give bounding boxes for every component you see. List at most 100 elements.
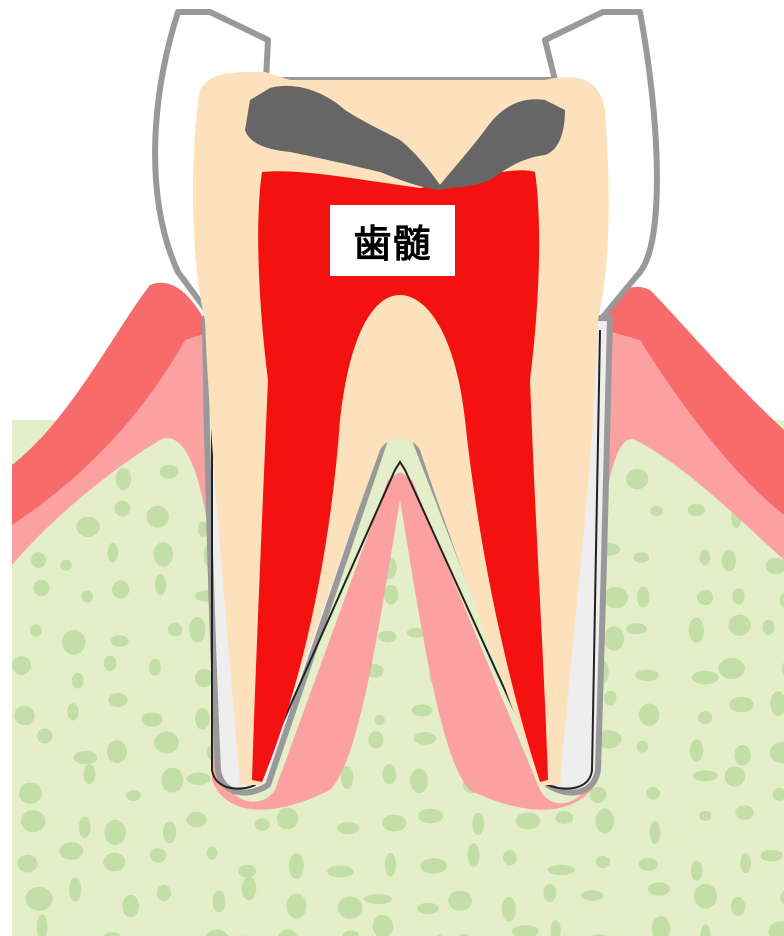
- bone-spot: [468, 843, 480, 867]
- bone-spot: [168, 623, 182, 637]
- bone-spot: [126, 790, 141, 801]
- bone-spot: [650, 506, 663, 516]
- bone-spot: [62, 630, 86, 655]
- bone-spot: [690, 739, 703, 762]
- bone-spot: [207, 846, 217, 859]
- bone-spot: [691, 861, 703, 881]
- bone-spot: [729, 697, 753, 712]
- bone-spot: [382, 815, 406, 832]
- bone-spot: [417, 903, 439, 914]
- bone-spot: [689, 618, 704, 643]
- bone-spot: [555, 811, 573, 824]
- bone-spot: [112, 580, 129, 598]
- bone-spot: [383, 764, 397, 784]
- bone-spot: [378, 631, 397, 642]
- bone-spot: [688, 504, 705, 516]
- bone-spot: [516, 813, 541, 830]
- bone-spot: [385, 853, 396, 877]
- bone-spot: [242, 877, 257, 901]
- bone-spot: [107, 740, 127, 763]
- bone-spot: [590, 787, 606, 803]
- bone-spot: [189, 617, 205, 643]
- bone-spot: [67, 703, 79, 720]
- bone-spot: [30, 624, 42, 636]
- bone-spot: [639, 704, 659, 726]
- bone-spot: [364, 894, 392, 904]
- bone-spot: [693, 770, 718, 781]
- bone-spot: [692, 671, 719, 685]
- bone-spot: [544, 884, 557, 902]
- bone-spot: [286, 894, 306, 919]
- bone-spot: [719, 658, 745, 679]
- bone-spot: [646, 787, 660, 799]
- bone-spot: [503, 850, 517, 865]
- bone-spot: [142, 713, 163, 727]
- bone-spot: [157, 885, 171, 902]
- bone-spot: [472, 813, 484, 835]
- bone-spot: [84, 764, 96, 784]
- bone-spot: [108, 543, 119, 563]
- bone-spot: [418, 809, 443, 824]
- bone-spot: [327, 866, 353, 878]
- bone-spot: [154, 732, 179, 754]
- bone-spot: [375, 715, 385, 725]
- bone-spot: [277, 808, 299, 829]
- bone-spot: [79, 816, 91, 838]
- bone-spot: [150, 848, 167, 862]
- bone-spot: [255, 818, 270, 830]
- bone-spot: [115, 501, 131, 517]
- bone-spot: [637, 586, 649, 607]
- bone-spot: [626, 623, 647, 634]
- bone-spot: [195, 669, 213, 687]
- bone-spot: [635, 670, 659, 681]
- bone-spot: [18, 855, 38, 873]
- bone-spot: [74, 751, 98, 764]
- bone-spot: [213, 890, 226, 912]
- bone-spot: [697, 590, 713, 605]
- bone-spot: [699, 811, 711, 821]
- bone-spot: [548, 865, 575, 875]
- bone-spot: [31, 552, 46, 568]
- bone-spot: [337, 822, 359, 834]
- bone-spot: [411, 704, 432, 716]
- bone-spot: [725, 766, 745, 786]
- bone-spot: [731, 897, 746, 916]
- bone-spot: [186, 812, 206, 827]
- bone-spot: [639, 858, 658, 871]
- bone-spot: [289, 853, 304, 879]
- bone-spot: [762, 620, 774, 635]
- bone-spot: [722, 550, 736, 572]
- bone-spot: [604, 587, 628, 608]
- bone-spot: [72, 673, 84, 689]
- bone-spot: [12, 656, 31, 675]
- bone-spot: [160, 465, 179, 479]
- bone-spot: [740, 853, 751, 873]
- bone-spot: [146, 506, 168, 528]
- bone-spot: [760, 850, 782, 862]
- bone-spot: [161, 768, 183, 793]
- bone-spot: [700, 549, 711, 565]
- pulp-label: 歯髄: [330, 205, 455, 276]
- bone-spot: [735, 805, 753, 820]
- bone-spot: [76, 517, 99, 537]
- bone-spot: [154, 542, 174, 566]
- bone-spot: [698, 711, 712, 724]
- bone-spot: [604, 626, 624, 651]
- bone-spot: [69, 877, 81, 902]
- bone-spot: [338, 897, 363, 919]
- bone-spot: [734, 745, 750, 766]
- bone-spot: [19, 783, 42, 804]
- bone-spot: [103, 853, 125, 872]
- bone-spot: [626, 469, 648, 489]
- bone-spot: [122, 895, 139, 918]
- bone-spot: [14, 706, 34, 725]
- bone-spot: [596, 856, 610, 868]
- bone-spot: [59, 842, 83, 860]
- bone-spot: [728, 615, 750, 636]
- bone-spot: [116, 468, 131, 491]
- bone-spot: [648, 882, 670, 895]
- bone-spot: [108, 693, 127, 707]
- bone-spot: [34, 580, 50, 597]
- bone-spot: [502, 897, 516, 922]
